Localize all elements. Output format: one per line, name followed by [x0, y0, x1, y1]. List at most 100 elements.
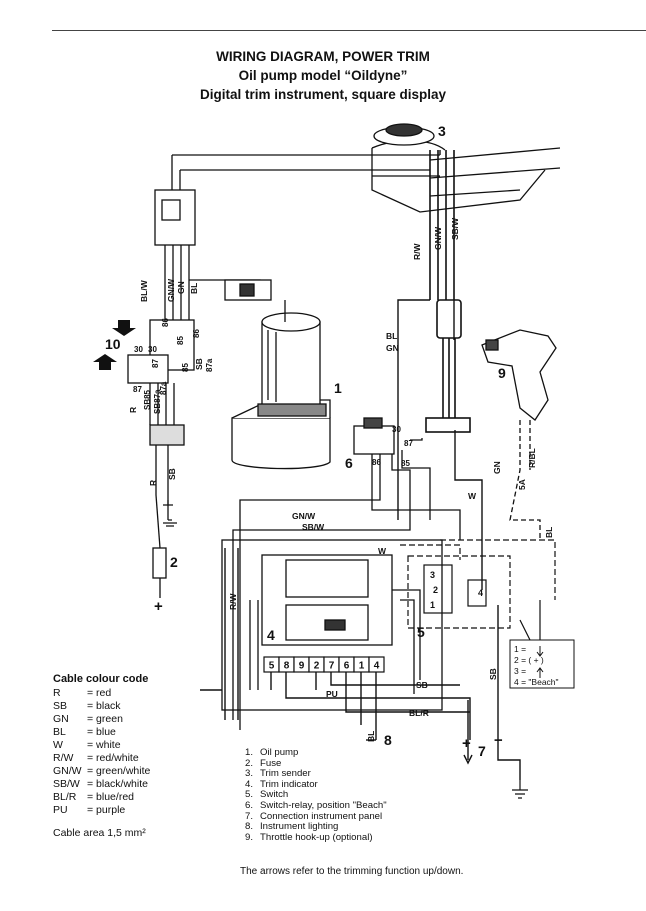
part-number: 8. [245, 821, 254, 833]
part-number: 7. [245, 810, 254, 822]
part-number: 3. [245, 768, 254, 780]
diagram-subtitle-pump: Oil pump model “Oildyne” [238, 68, 408, 83]
part-label: Instrument lighting [260, 821, 339, 833]
diagram-title: WIRING DIAGRAM, POWER TRIM [216, 49, 430, 64]
callout-connection-panel: 7 [478, 743, 486, 759]
part-label: Oil pump [260, 747, 299, 758]
legend-code: GN [53, 713, 69, 725]
terminal-label: 87 [133, 385, 142, 394]
wire-label: GN [386, 343, 399, 353]
wire-label: R/BL [527, 448, 537, 468]
legend-desc: = green [87, 713, 123, 725]
wire-label: BL [189, 283, 199, 294]
wire-label: SB/W [302, 522, 325, 532]
trim-direction-arrows [93, 320, 136, 370]
beach-relay [232, 417, 461, 730]
legend-row: GN = green [53, 713, 150, 726]
legend-code: R/W [53, 752, 74, 764]
parts-list-item: 8. Instrument lighting [245, 821, 387, 833]
legend-desc: = purple [87, 804, 126, 816]
part-label: Fuse [260, 757, 282, 769]
connector-pins: 5 8 9 2 7 6 1 4 [269, 661, 380, 672]
callout-numbers: 1 2 3 4 5 6 7 8 9 10 [105, 123, 506, 759]
power-terminals: + + − [154, 598, 503, 752]
parts-list-item: 3.Trim sender [245, 768, 387, 780]
fuse-plus-label: + [154, 598, 163, 615]
legend-row: BL = blue [53, 726, 150, 739]
part-label: Switch-relay, position "Beach" [260, 799, 387, 811]
part-number: 2. [245, 757, 254, 769]
legend-row: R/W= red/white [53, 752, 150, 765]
callout-trim-sender: 3 [438, 123, 446, 139]
terminal-label: 87 [151, 359, 160, 368]
legend-code: BL [53, 726, 66, 738]
pin-label: 4 [374, 661, 380, 672]
relay-block [127, 154, 440, 549]
legend-row: W= white [53, 739, 150, 752]
wire-label: W [468, 491, 477, 501]
legend-desc: = black/white [87, 778, 148, 790]
wire-label: SB [488, 668, 498, 680]
terminal-label: 87a [159, 381, 168, 395]
terminal-label: 86 [161, 318, 170, 327]
trim-switch [400, 539, 556, 661]
legend-code: SB [53, 700, 68, 712]
wire-label: R [128, 407, 138, 413]
part-label: Trim indicator [260, 778, 318, 790]
pin-label: 6 [344, 661, 350, 672]
terminal-label: SB87a [153, 389, 162, 414]
wire-label: BL [386, 331, 397, 341]
legend-desc: = white [87, 739, 121, 751]
legend-code: R [53, 687, 61, 699]
switch-legend-row: 1 = [514, 644, 526, 654]
minus-terminal-label: − [494, 732, 503, 749]
legend-desc: = blue [87, 726, 116, 738]
callout-relays: 10 [105, 336, 121, 352]
wire-label: PU [326, 689, 338, 699]
part-number: 6. [245, 799, 254, 811]
legend-row: R= red [53, 687, 150, 700]
terminal-label: 30 [392, 425, 401, 434]
wire-label: BL/R [409, 708, 429, 718]
wire-label: BL [366, 731, 376, 742]
wire-label: SB/W [450, 217, 460, 240]
switch-legend-row: 3 = [514, 666, 526, 676]
arrow-up-icon [93, 354, 117, 370]
terminal-label: 86 [192, 329, 201, 338]
harness-wiring [200, 150, 521, 780]
legend-code: BL/R [53, 791, 77, 803]
arrow-down-icon [112, 320, 136, 336]
part-label: Connection instrument panel [260, 810, 383, 822]
wire-label: SB [167, 468, 177, 480]
callout-fuse: 2 [170, 554, 178, 570]
callout-beach-relay: 6 [345, 455, 353, 471]
throttle-hookup [481, 329, 557, 540]
callout-throttle-hookup: 9 [498, 365, 506, 381]
wire-label: GN [492, 461, 502, 474]
footnote: The arrows refer to the trimming functio… [240, 866, 464, 877]
part-number: 5. [245, 789, 254, 801]
diagram-subtitle-instrument: Digital trim instrument, square display [199, 87, 447, 102]
legend-desc: = green/white [87, 765, 151, 777]
part-label: Throttle hook-up (optional) [260, 831, 373, 843]
connector-strip [263, 656, 385, 673]
legend-row: SB/W= black/white [53, 778, 150, 791]
parts-list-item: 4.Trim indicator [245, 778, 387, 791]
diagram-title-block: WIRING DIAGRAM, POWER TRIM Oil pump mode… [0, 47, 646, 104]
pin-label: 5 [269, 661, 275, 672]
part-label: Switch [260, 789, 289, 801]
legend-row: GN/W= green/white [53, 765, 150, 778]
wire-label: GN/W [433, 226, 443, 250]
cable-area-note: Cable area 1,5 mm² [53, 827, 146, 839]
switch-pin: 2 [433, 585, 438, 595]
terminal-label: 85 [176, 336, 185, 345]
wire-label: SB [194, 358, 204, 370]
wire-labels: BL/W GN/W GN BL R/W GN/W SB/W BL GN SB R… [128, 217, 554, 742]
part-number: 1. [245, 747, 254, 758]
wire-label: 5A [517, 479, 527, 490]
parts-list-item: 5. Switch [245, 790, 387, 801]
pin-label: 1 [359, 661, 365, 672]
terminal-label: 85 [181, 363, 190, 372]
switch-legend-row: 4 = "Beach" [514, 677, 559, 687]
legend-row: SB= black [53, 700, 150, 713]
